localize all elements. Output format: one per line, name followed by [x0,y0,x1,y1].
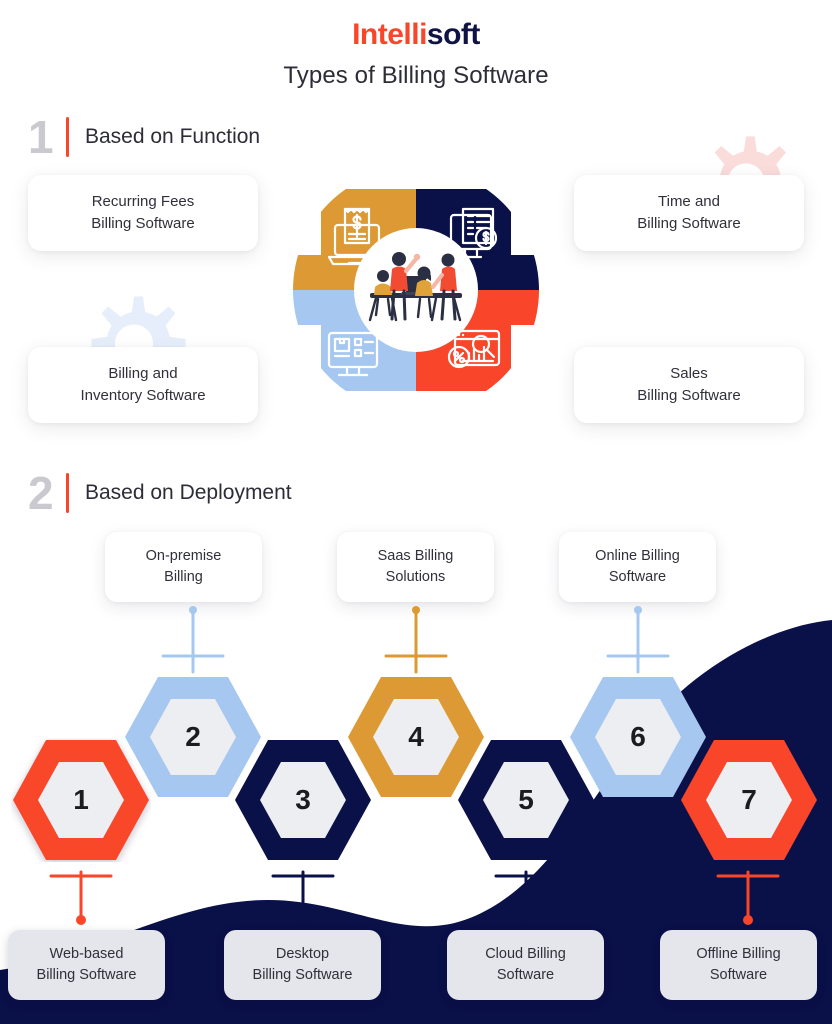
card-online-billing-software[interactable]: Online Billing Software [559,532,716,602]
hexagon-step-7[interactable]: 7 [679,738,819,862]
card-line-2: Software [608,569,667,585]
card-line-2: Billing Software [91,215,195,232]
card-offline-billing-software[interactable]: Offline Billing Software [660,930,817,1000]
card-line-2: Inventory Software [80,387,206,404]
laptop-invoice-icon [327,207,387,266]
card-billing-and-inventory-software[interactable]: Billing and Inventory Software [28,347,258,423]
card-line-2: Solutions [385,569,446,585]
card-line-2: Billing Software [252,967,353,983]
monitor-invoice-dollar-icon [449,207,498,259]
brand-logo: Intellisoft [0,18,832,52]
card-line-2: Software [496,967,555,983]
billing-function-donut [291,165,541,415]
card-saas-billing-solutions[interactable]: Saas Billing Solutions [337,532,494,602]
monitor-inventory-icon [327,331,379,377]
card-line-1: Saas Billing [377,547,454,564]
section-title: Based on Deployment [85,481,292,504]
card-line-2: Billing [164,569,203,585]
card-line-1: Online Billing [595,547,680,564]
hexagon-number: 7 [741,784,757,815]
hexagon-number: 5 [518,784,534,815]
card-desktop-billing-software[interactable]: Desktop Billing Software [224,930,381,1000]
card-line-1: Billing and [108,365,178,383]
sales-analytics-magnifier-icon [447,329,501,369]
hexagon-step-4[interactable]: 4 [346,675,486,799]
card-line-1: Recurring Fees [91,193,195,211]
section-header-function: 1 Based on Function [28,114,260,160]
card-line-1: On-premise [145,547,222,564]
card-recurring-fees-billing-software[interactable]: Recurring Fees Billing Software [28,175,258,251]
card-line-1: Sales [670,365,708,383]
hexagon-number: 3 [295,784,311,815]
section-number: 2 [28,467,54,519]
brand-name-part2: soft [426,18,481,51]
card-line-1: Cloud Billing [485,945,566,962]
card-line-1: Offline Billing [696,945,781,962]
section-divider-rule [66,117,69,157]
card-line-1: Web-based [49,945,124,962]
hexagon-step-5[interactable]: 5 [456,738,596,862]
hexagon-number: 1 [73,784,89,815]
card-line-2: Software [709,967,768,983]
page-title: Types of Billing Software [283,62,549,89]
hexagon-connector-lines [49,606,780,925]
card-web-based-billing-software[interactable]: Web-based Billing Software [8,930,165,1000]
brand-name-part1: Intelli [352,18,427,51]
card-sales-billing-software[interactable]: Sales Billing Software [574,347,804,423]
hexagon-number: 6 [630,721,646,752]
hexagon-number: 4 [408,721,424,752]
team-collaboration-illustration [368,252,462,322]
card-line-1: Time and [658,193,720,211]
section-title: Based on Function [85,125,261,148]
hexagon-step-1[interactable]: 1 [11,738,151,862]
section-header-deployment: 2 Based on Deployment [28,470,292,516]
card-line-2: Billing Software [637,387,741,404]
hexagon-step-6[interactable]: 6 [568,675,708,799]
card-line-1: Desktop [275,945,330,962]
hexagon-number: 2 [185,721,201,752]
card-line-2: Billing Software [637,215,741,232]
hexagon-step-3[interactable]: 3 [233,738,373,862]
card-time-and-billing-software[interactable]: Time and Billing Software [574,175,804,251]
hexagon-step-2[interactable]: 2 [123,675,263,799]
section-number: 1 [28,111,54,163]
card-cloud-billing-software[interactable]: Cloud Billing Software [447,930,604,1000]
card-line-2: Billing Software [36,967,137,983]
section-divider-rule [66,473,69,513]
card-on-premise-billing[interactable]: On-premise Billing [105,532,262,602]
